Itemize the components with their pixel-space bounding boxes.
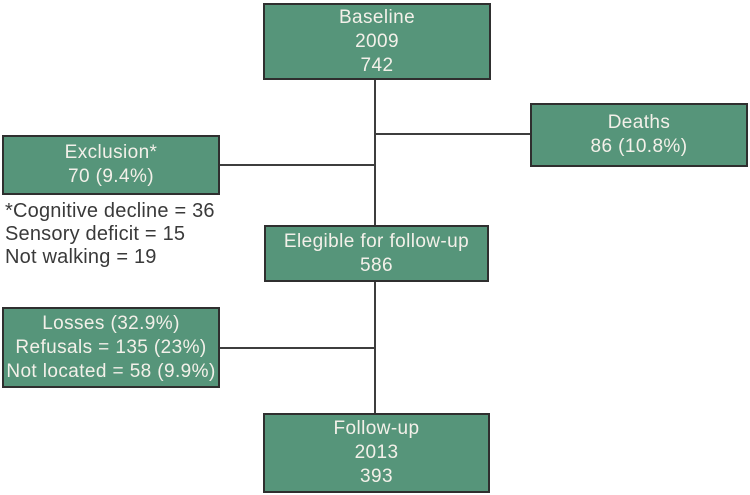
baseline-box-year: 2009 xyxy=(355,30,399,52)
eligible-box-title: Elegible for follow-up xyxy=(283,230,470,252)
followup-box-title: Follow-up xyxy=(333,418,420,439)
eligible-box: Elegible for follow-up 586 xyxy=(264,225,489,282)
exclusion-footnote: *Cognitive decline = 36 Sensory deficit … xyxy=(5,200,215,269)
followup-box-year: 2013 xyxy=(354,442,399,463)
connector-baseline-to-eligible xyxy=(374,80,376,225)
exclusion-footnote-line: *Cognitive decline = 36 xyxy=(5,200,215,222)
connector-eligible-to-followup xyxy=(374,282,376,413)
connector-branch-exclusion xyxy=(220,164,375,166)
exclusion-box-title: Exclusion* xyxy=(64,142,158,163)
baseline-box-count: 742 xyxy=(360,54,394,76)
losses-box-title: Losses (32.9%) xyxy=(42,312,180,334)
losses-box-not-located: Not located = 58 (9.9%) xyxy=(6,360,216,382)
exclusion-box-count: 70 (9.4%) xyxy=(68,166,154,187)
connector-branch-losses xyxy=(220,347,375,349)
followup-box: Follow-up 2013 393 xyxy=(263,413,490,493)
exclusion-footnote-line: Sensory deficit = 15 xyxy=(5,223,186,245)
eligible-box-count: 586 xyxy=(360,254,393,276)
exclusion-footnote-line: Not walking = 19 xyxy=(5,246,157,268)
followup-box-count: 393 xyxy=(360,466,393,487)
connector-branch-deaths xyxy=(375,133,530,135)
deaths-box-count: 86 (10.8%) xyxy=(590,136,688,157)
exclusion-box: Exclusion* 70 (9.4%) xyxy=(2,135,220,195)
baseline-box-title: Baseline xyxy=(338,6,416,28)
deaths-box-title: Deaths xyxy=(607,112,671,133)
baseline-box: Baseline 2009 742 xyxy=(263,3,491,80)
losses-box: Losses (32.9%) Refusals = 135 (23%) Not … xyxy=(2,307,220,388)
losses-box-refusals: Refusals = 135 (23%) xyxy=(15,336,207,358)
deaths-box: Deaths 86 (10.8%) xyxy=(530,103,748,167)
